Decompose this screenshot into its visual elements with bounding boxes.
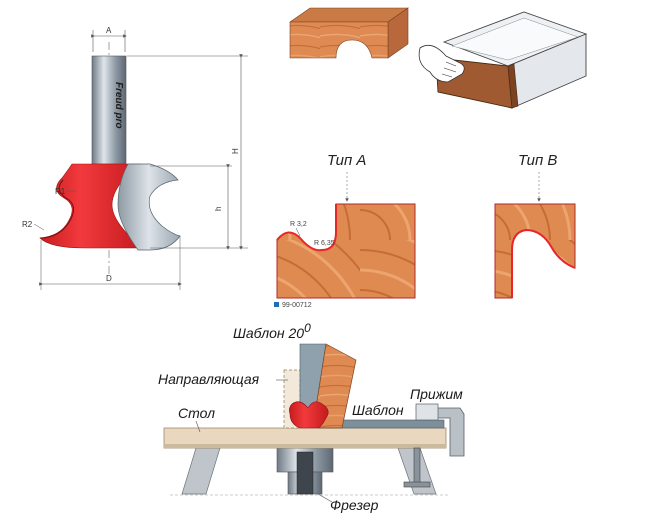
radius-large-label: R 6,35 (314, 240, 335, 247)
catalog-color-square (274, 302, 279, 307)
dimension-h-label: H (231, 148, 240, 154)
shank (91, 55, 127, 165)
catalog-code: 99-00712 (282, 302, 312, 309)
type-b-profile (494, 203, 576, 299)
radius-small-label: R 3,2 (290, 221, 307, 228)
radius-r2-label: R2 (22, 220, 33, 229)
profiled-wood-block (289, 7, 409, 59)
dimension-a-label: A (106, 26, 112, 35)
dimension-small-h-label: h (214, 207, 223, 211)
template-label: Шаблон (352, 402, 404, 418)
router-table-setup (163, 343, 465, 496)
type-a-title: Тип А (327, 152, 366, 169)
router-label: Фрезер (330, 497, 379, 513)
template-angle-label: Шаблон 200 (233, 321, 311, 341)
router-bit-drawing: A Freud pro R1 R2 H h D (22, 26, 248, 290)
drawer-illustration (418, 11, 588, 109)
type-a-profile (276, 203, 416, 299)
radius-r1-label: R1 (55, 187, 66, 196)
clamp-label: Прижим (410, 386, 463, 402)
type-b-title: Тип В (518, 152, 557, 169)
table-label: Стол (178, 405, 215, 421)
guide-label: Направляющая (158, 371, 260, 387)
carbide-cutting-edge (117, 163, 181, 251)
brand-label: Freud pro (113, 82, 124, 129)
dimension-d-label: D (106, 274, 112, 283)
template-angle-superscript: 0 (304, 321, 311, 335)
